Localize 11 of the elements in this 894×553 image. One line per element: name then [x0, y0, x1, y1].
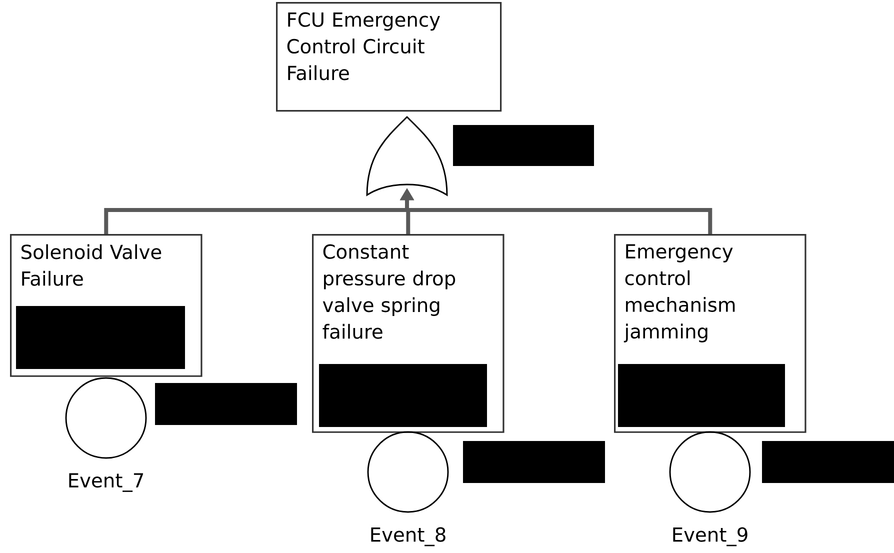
event-box: FCU Emergency Control Circuit Failure	[276, 2, 502, 112]
event-circle	[367, 431, 449, 513]
event-circle	[65, 377, 147, 459]
event-label: Event_9	[673, 527, 748, 546]
event-label: Event_8	[371, 527, 446, 546]
event-label: Event_7	[69, 473, 144, 492]
event-box: Emergency control mechanism jamming	[614, 234, 806, 433]
or-gate	[366, 116, 448, 196]
event-circle	[669, 431, 751, 513]
event-box: Solenoid Valve Failure	[10, 234, 202, 377]
event-box: Constant pressure drop valve spring failure	[312, 234, 504, 433]
